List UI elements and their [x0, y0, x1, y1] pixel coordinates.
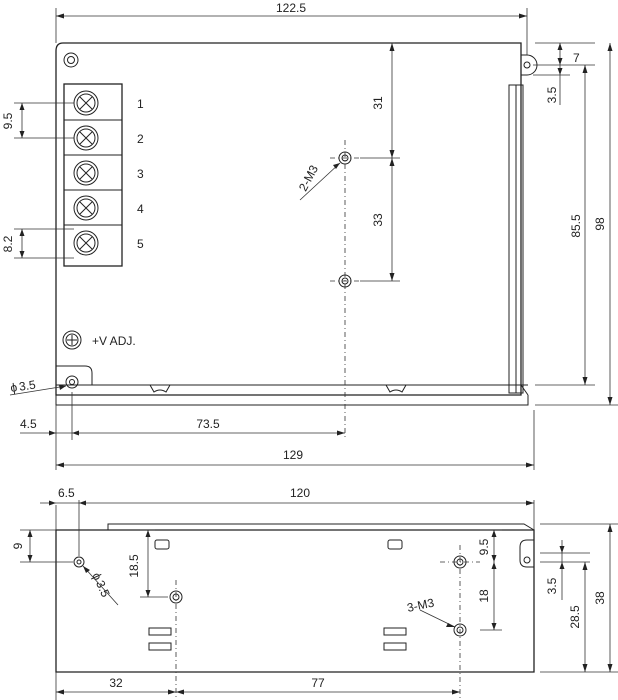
side-mount-hole	[169, 590, 183, 604]
side-body-outline	[55, 529, 535, 673]
top-view: 1 2 3 4 5 +V ADJ. 122.5	[1, 1, 618, 470]
side-mount-hole	[453, 623, 467, 637]
dim-hole-top-offset: 7	[573, 51, 580, 65]
vadj-potentiometer-icon	[62, 330, 82, 350]
dim-side-left-offset: 6.5	[58, 486, 75, 500]
dim-height-total: 98	[593, 217, 607, 231]
side-vent-slot	[148, 642, 172, 651]
top-body-outline	[55, 42, 522, 396]
dim-screw-height: 8.2	[1, 235, 15, 252]
dim-mount-lower: 33	[371, 213, 385, 227]
terminal-screw	[73, 90, 99, 116]
dim-side-hole-height: 9	[11, 542, 25, 549]
side-view: 6.5 120 9 ϕ3.5 18.5 3-M3 9.5 18	[11, 486, 618, 700]
dim-hole-dia-top: ϕ3.5	[9, 378, 36, 395]
vadj-label: +V ADJ.	[92, 334, 136, 348]
dim-mount-upper: 31	[371, 96, 385, 110]
lower-left-hole	[65, 375, 79, 389]
terminal-label: 4	[137, 202, 144, 216]
dim-side-height-total: 38	[593, 591, 607, 605]
side-vent	[154, 539, 170, 550]
side-mount-slot	[519, 539, 534, 568]
side-left-hole	[73, 556, 85, 568]
dim-left-offset: 4.5	[20, 417, 37, 431]
dim-hole-top-offset-b: 3.5	[545, 86, 559, 103]
terminal-screw	[73, 125, 99, 151]
side-vent-slot	[148, 627, 172, 636]
base-clip	[149, 384, 171, 393]
dim-side-hole-dia: ϕ3.5	[89, 570, 113, 599]
dim-side-right-lower: 28.5	[568, 605, 582, 629]
terminal-screw	[73, 160, 99, 186]
dim-side-slot-offset: 3.5	[545, 577, 559, 594]
dim-side-right-upper: 9.5	[477, 538, 491, 555]
top-slot-hole	[523, 61, 531, 69]
thread-label-2m3: 2-M3	[296, 162, 321, 193]
terminal-label: 3	[137, 167, 144, 181]
dim-width-total: 129	[283, 448, 303, 462]
terminal-label: 2	[137, 132, 144, 146]
side-vent	[387, 539, 403, 550]
dim-width-top: 122.5	[276, 1, 306, 15]
top-corner-screw	[63, 52, 79, 68]
side-vent-slot	[383, 642, 407, 651]
terminal-screw	[73, 230, 99, 256]
terminal-label: 1	[137, 97, 144, 111]
dim-screw-pitch: 9.5	[1, 112, 15, 129]
dim-side-mount-v: 18.5	[127, 554, 141, 578]
dim-side-bottom-left: 32	[109, 676, 123, 690]
dim-side-width-top: 120	[290, 486, 310, 500]
dim-side-right-mid: 18	[477, 589, 491, 603]
dim-height-inner: 85.5	[569, 214, 583, 238]
terminal-block	[63, 83, 123, 267]
side-vent-slot	[383, 627, 407, 636]
lower-left-notch	[56, 365, 93, 385]
terminal-screw	[73, 195, 99, 221]
terminal-label: 5	[137, 237, 144, 251]
thread-label-3m3: 3-M3	[406, 595, 436, 614]
base-clip	[385, 384, 407, 393]
dim-side-bottom-mid: 77	[311, 676, 325, 690]
dim-mount-x: 73.5	[196, 417, 220, 431]
top-base-plate	[55, 384, 529, 406]
